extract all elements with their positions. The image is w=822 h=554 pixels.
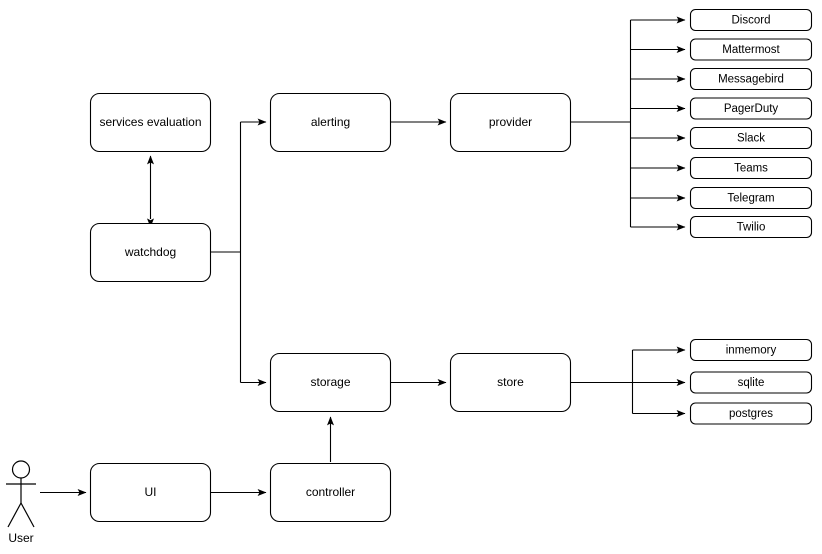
- node-ui[interactable]: UI: [89, 462, 212, 523]
- node-controller[interactable]: controller: [269, 462, 392, 523]
- leaf-teams[interactable]: Teams: [689, 156, 813, 180]
- leaf-twilio[interactable]: Twilio: [689, 215, 813, 239]
- node-store[interactable]: store: [449, 352, 572, 413]
- leaf-postgres-label: postgres: [729, 408, 773, 420]
- actor-leg-right-icon: [20, 502, 35, 528]
- node-provider[interactable]: provider: [449, 92, 572, 153]
- node-services-evaluation[interactable]: services evaluation: [89, 92, 212, 153]
- leaf-mattermost[interactable]: Mattermost: [689, 38, 813, 61]
- leaf-slack-label: Slack: [737, 133, 765, 145]
- leaf-telegram[interactable]: Telegram: [689, 186, 813, 210]
- leaf-sqlite[interactable]: sqlite: [689, 371, 813, 394]
- node-storage[interactable]: storage: [269, 352, 392, 413]
- leaf-messagebird[interactable]: Messagebird: [689, 67, 813, 91]
- node-storage-label: storage: [310, 375, 350, 389]
- leaf-discord[interactable]: Discord: [689, 8, 813, 32]
- node-watchdog[interactable]: watchdog: [89, 222, 212, 283]
- user-actor-label: User: [8, 531, 33, 545]
- node-controller-label: controller: [306, 485, 355, 499]
- leaf-teams-label: Teams: [734, 163, 768, 175]
- leaf-pagerduty-label: PagerDuty: [724, 103, 779, 115]
- actor-head-icon: [11, 460, 31, 479]
- leaf-mattermost-label: Mattermost: [722, 44, 780, 56]
- edge-provider-fanout: [570, 16, 686, 231]
- leaf-sqlite-label: sqlite: [738, 377, 765, 389]
- node-alerting[interactable]: alerting: [269, 92, 392, 153]
- edge-watchdog-branch: [211, 118, 267, 386]
- node-provider-label: provider: [489, 115, 532, 129]
- leaf-twilio-label: Twilio: [737, 222, 766, 234]
- node-watchdog-label: watchdog: [124, 245, 176, 259]
- leaf-pagerduty[interactable]: PagerDuty: [689, 97, 813, 120]
- user-actor[interactable]: User: [6, 460, 36, 545]
- leaf-discord-label: Discord: [732, 15, 771, 27]
- leaf-messagebird-label: Messagebird: [718, 74, 784, 86]
- leaf-inmemory[interactable]: inmemory: [689, 338, 813, 362]
- leaf-inmemory-label: inmemory: [726, 345, 777, 357]
- leaf-slack[interactable]: Slack: [689, 126, 813, 150]
- leaf-telegram-label: Telegram: [727, 193, 774, 205]
- leaf-postgres[interactable]: postgres: [689, 402, 813, 425]
- node-ui-label: UI: [145, 485, 157, 499]
- node-store-label: store: [497, 375, 524, 389]
- edge-store-fanout: [570, 346, 686, 417]
- node-alerting-label: alerting: [311, 115, 350, 129]
- actor-leg-left-icon: [7, 502, 22, 528]
- node-services-evaluation-label: services evaluation: [99, 115, 201, 129]
